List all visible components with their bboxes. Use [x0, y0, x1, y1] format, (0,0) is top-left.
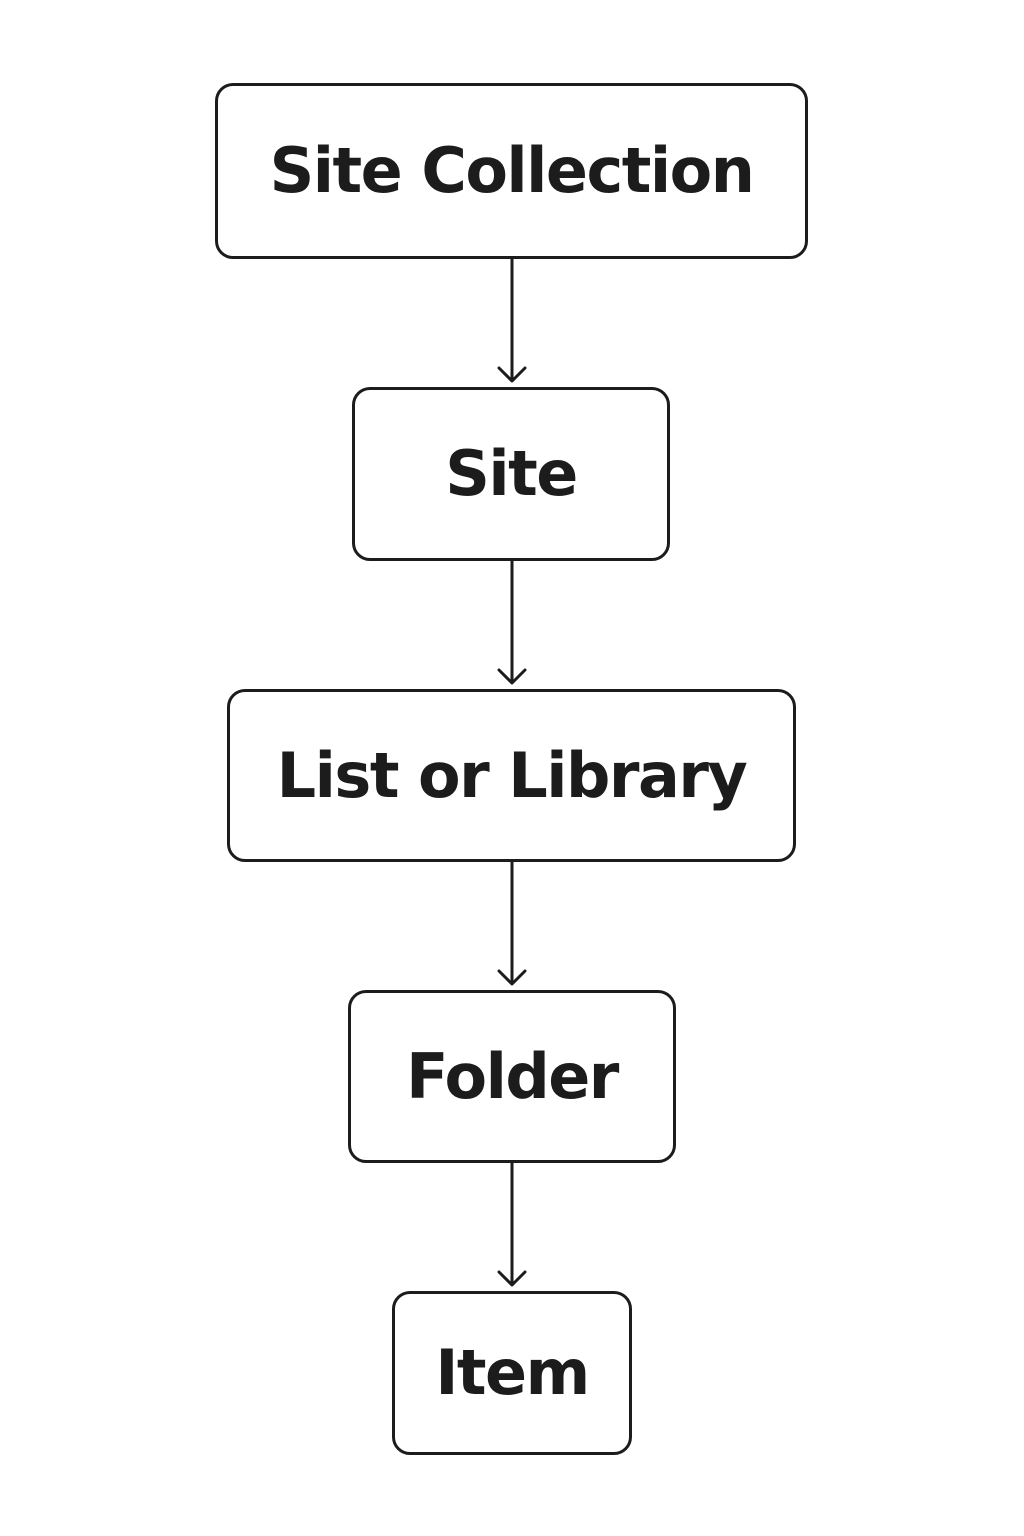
node-list-or-library: List or Library — [227, 689, 796, 862]
node-label: Item — [435, 1336, 590, 1409]
arrow-list-library-to-folder — [497, 862, 527, 986]
arrow-site-to-list-library — [497, 561, 527, 685]
node-item: Item — [392, 1291, 632, 1455]
node-folder: Folder — [348, 990, 676, 1163]
node-label: Site Collection — [269, 134, 755, 207]
node-label: List or Library — [276, 738, 748, 812]
node-site-collection: Site Collection — [215, 83, 808, 259]
node-site: Site — [352, 387, 670, 561]
arrow-folder-to-item — [497, 1163, 527, 1287]
arrow-site-collection-to-site — [497, 259, 527, 383]
node-label: Site — [445, 437, 578, 510]
node-label: Folder — [406, 1039, 619, 1113]
